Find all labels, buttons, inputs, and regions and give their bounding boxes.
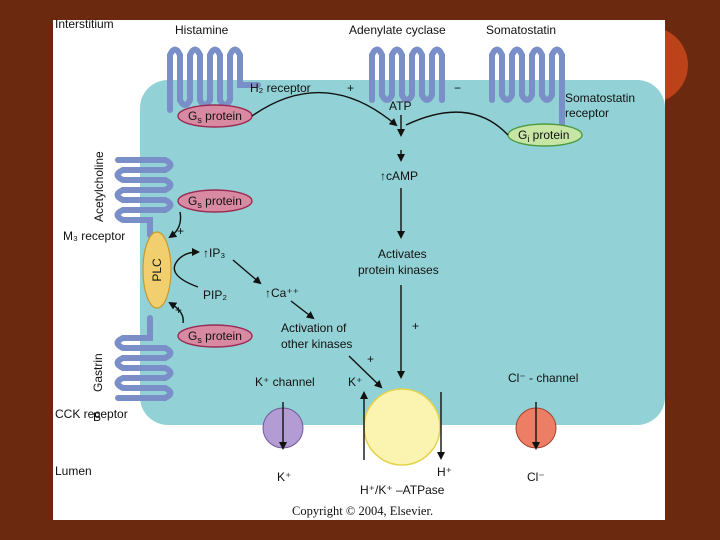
h2-receptor-label: H₂ receptor	[250, 81, 311, 95]
activation-label-1: Activation of	[281, 321, 347, 335]
cl-bottom-label: Cl⁻	[527, 470, 545, 484]
ip3-label: ↑IP₃	[203, 246, 225, 260]
gs-protein-middle: Gs protein	[177, 189, 253, 213]
somatostatin-label: Somatostatin	[486, 23, 556, 37]
cckb-receptor-label: CCK receptor	[55, 407, 128, 421]
adenylate-cyclase-icon	[369, 46, 445, 103]
h-k-atpase	[363, 388, 441, 466]
k-channel-label: K⁺ channel	[255, 375, 315, 389]
acetylcholine-label: Acetylcholine	[92, 151, 106, 222]
svg-text:Gs protein: Gs protein	[188, 109, 242, 125]
svg-text:PLC: PLC	[150, 258, 164, 282]
gs-plc-plus-sign: +	[177, 224, 184, 238]
atpase-label: H⁺/K⁺ –ATPase	[360, 483, 445, 497]
svg-text:Gs protein: Gs protein	[188, 329, 242, 345]
somatostatin-minus-sign: −	[454, 81, 461, 95]
h-bottom-label: H⁺	[437, 465, 452, 479]
cl-channel-label: Cl⁻ - channel	[508, 371, 578, 385]
camp-label: ↑cAMP	[380, 169, 418, 183]
activates-label-1: Activates	[378, 247, 427, 261]
histamine-label: Histamine	[175, 23, 229, 37]
somatostatin-receptor-label-1: Somatostatin	[565, 91, 635, 105]
adenylate-cyclase-label: Adenylate cyclase	[349, 23, 446, 37]
somatostatin-receptor-icon	[489, 46, 565, 128]
plc-enzyme: PLC	[142, 231, 172, 309]
gastrin-label: Gastrin	[91, 353, 105, 392]
gastrin-plc-plus-sign: +	[175, 303, 182, 317]
k-top-label: K⁺	[348, 375, 362, 389]
copyright-text: Copyright © 2004, Elsevier.	[292, 504, 433, 518]
parietal-cell	[140, 80, 665, 425]
lumen-label: Lumen	[55, 464, 92, 478]
k-bottom-label: K⁺	[277, 470, 291, 484]
gs-protein-top: Gs protein	[177, 104, 253, 128]
somatostatin-receptor-label-2: receptor	[565, 106, 609, 120]
cckb-subscript: B	[93, 410, 101, 424]
svg-text:Gs protein: Gs protein	[188, 194, 242, 210]
pip2-label: PIP₂	[203, 288, 227, 302]
interstitium-label: Interstitium	[55, 17, 114, 31]
other-kinase-plus-sign: +	[367, 352, 374, 366]
svg-text:Gi protein: Gi protein	[518, 128, 569, 144]
h2-plus-sign: +	[347, 81, 354, 95]
ca-label: ↑Ca⁺⁺	[265, 286, 299, 300]
kinase-plus-sign: +	[412, 319, 419, 333]
gi-protein: Gi protein	[507, 123, 583, 147]
atp-label: ATP	[389, 99, 411, 113]
m3-receptor-icon	[114, 157, 174, 238]
gs-protein-bottom: Gs protein	[177, 324, 253, 348]
cckb-receptor-icon	[114, 315, 174, 401]
activates-label-2: protein kinases	[358, 263, 439, 277]
activation-label-2: other kinases	[281, 337, 352, 351]
signal-arrows	[168, 91, 540, 460]
m3-receptor-label: M₃ receptor	[63, 229, 125, 243]
